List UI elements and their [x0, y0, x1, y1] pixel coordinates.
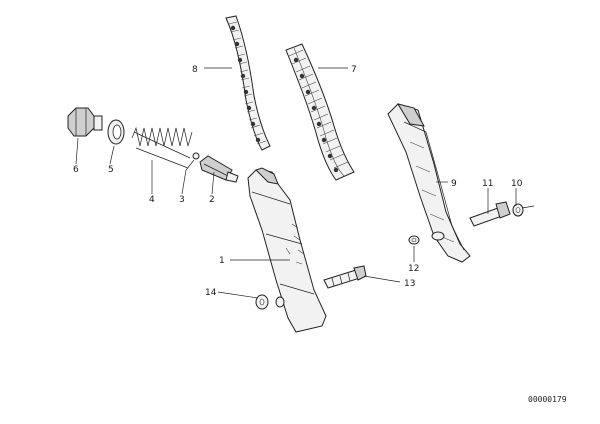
timing-chain-duplex	[285, 43, 355, 181]
tensioner-piston	[199, 155, 239, 183]
guide-rail	[387, 103, 471, 263]
callout-11: 11	[482, 179, 493, 189]
retaining-ring	[192, 152, 200, 160]
callout-5: 5	[108, 165, 114, 175]
callout-9: 9	[451, 179, 457, 189]
callout-7: 7	[351, 65, 357, 75]
timing-chain-single	[225, 15, 271, 151]
callout-4: 4	[149, 195, 155, 205]
callout-14: 14	[205, 288, 217, 298]
guide-pin	[323, 265, 367, 289]
callout-10: 10	[511, 179, 523, 189]
callout-8: 8	[192, 65, 198, 75]
screw-plug	[67, 107, 103, 137]
guide-bolt	[469, 201, 511, 227]
callout-12: 12	[408, 264, 419, 274]
callout-13: 13	[404, 279, 415, 289]
washer-10	[512, 203, 535, 217]
image-code: 00000179	[528, 395, 567, 404]
callout-6: 6	[73, 165, 79, 175]
compression-spring	[131, 126, 193, 169]
washer-12	[408, 235, 420, 245]
sealing-ring	[107, 119, 125, 145]
callout-1: 1	[219, 256, 225, 266]
callout-2: 2	[209, 195, 215, 205]
callout-3: 3	[179, 195, 185, 205]
washer-14	[255, 294, 285, 310]
tensioner-rail	[247, 167, 327, 333]
leader-lines	[75, 67, 517, 299]
